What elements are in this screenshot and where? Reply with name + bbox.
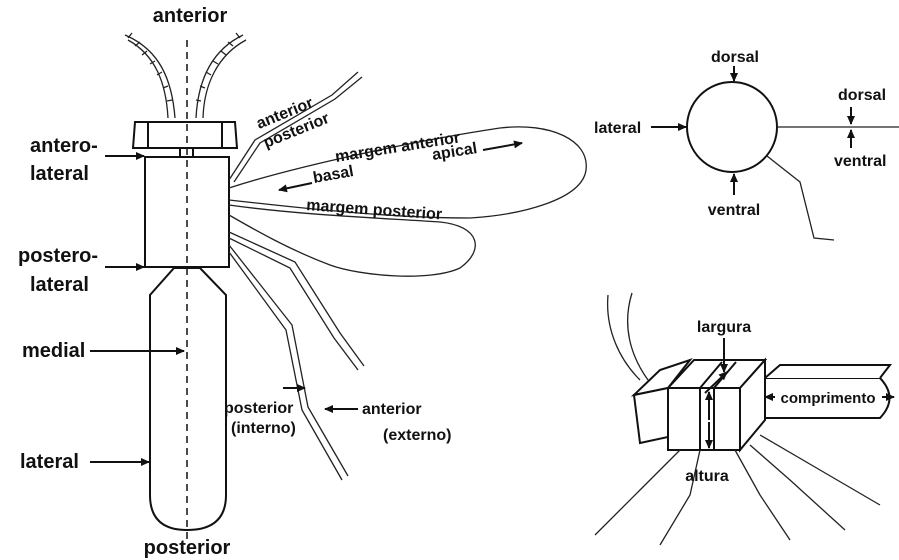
label-antero-lateral-line1: antero- [30, 135, 98, 157]
label-section-ventral-bottom: ventral [708, 202, 760, 219]
block-antenna [608, 293, 648, 380]
label-altura: altura [685, 468, 729, 485]
insect-dorsal-figure: anterior posterior antero- lateral poste… [18, 5, 586, 559]
label-wing-basal: basal [312, 163, 355, 187]
block-figure: largura altura comprimento [595, 293, 894, 545]
section-leg [767, 156, 834, 240]
cross-section-figure: dorsal lateral ventral dorsal ventral [594, 49, 899, 240]
label-leg-posterior: posterior [224, 400, 293, 417]
label-comprimento: comprimento [780, 390, 875, 407]
section-circle [687, 82, 777, 172]
label-medial: medial [22, 340, 85, 362]
label-section-ventral-right: ventral [834, 153, 886, 170]
abdomen [150, 268, 226, 530]
label-postero-lateral-line2: lateral [30, 274, 89, 296]
label-section-dorsal-top: dorsal [711, 49, 759, 66]
antennae [125, 33, 246, 118]
label-postero-lateral-line1: postero- [18, 245, 98, 267]
label-posterior: posterior [144, 537, 231, 559]
label-leg-externo: (externo) [383, 427, 451, 444]
arrow-apical [483, 143, 522, 150]
head [133, 122, 237, 157]
label-lateral: lateral [20, 451, 79, 473]
label-antero-lateral-line2: lateral [30, 163, 89, 185]
block-legs [595, 435, 880, 545]
label-largura: largura [697, 319, 751, 336]
label-anterior: anterior [153, 5, 228, 27]
label-wing-margin-posterior: margem posterior [306, 197, 443, 223]
arrow-basal [279, 183, 312, 190]
label-leg-anterior: anterior [362, 401, 422, 418]
label-leg-interno: (interno) [231, 420, 296, 437]
label-section-lateral: lateral [594, 120, 641, 137]
block-thorax-front [668, 388, 740, 450]
label-section-dorsal-right: dorsal [838, 87, 886, 104]
